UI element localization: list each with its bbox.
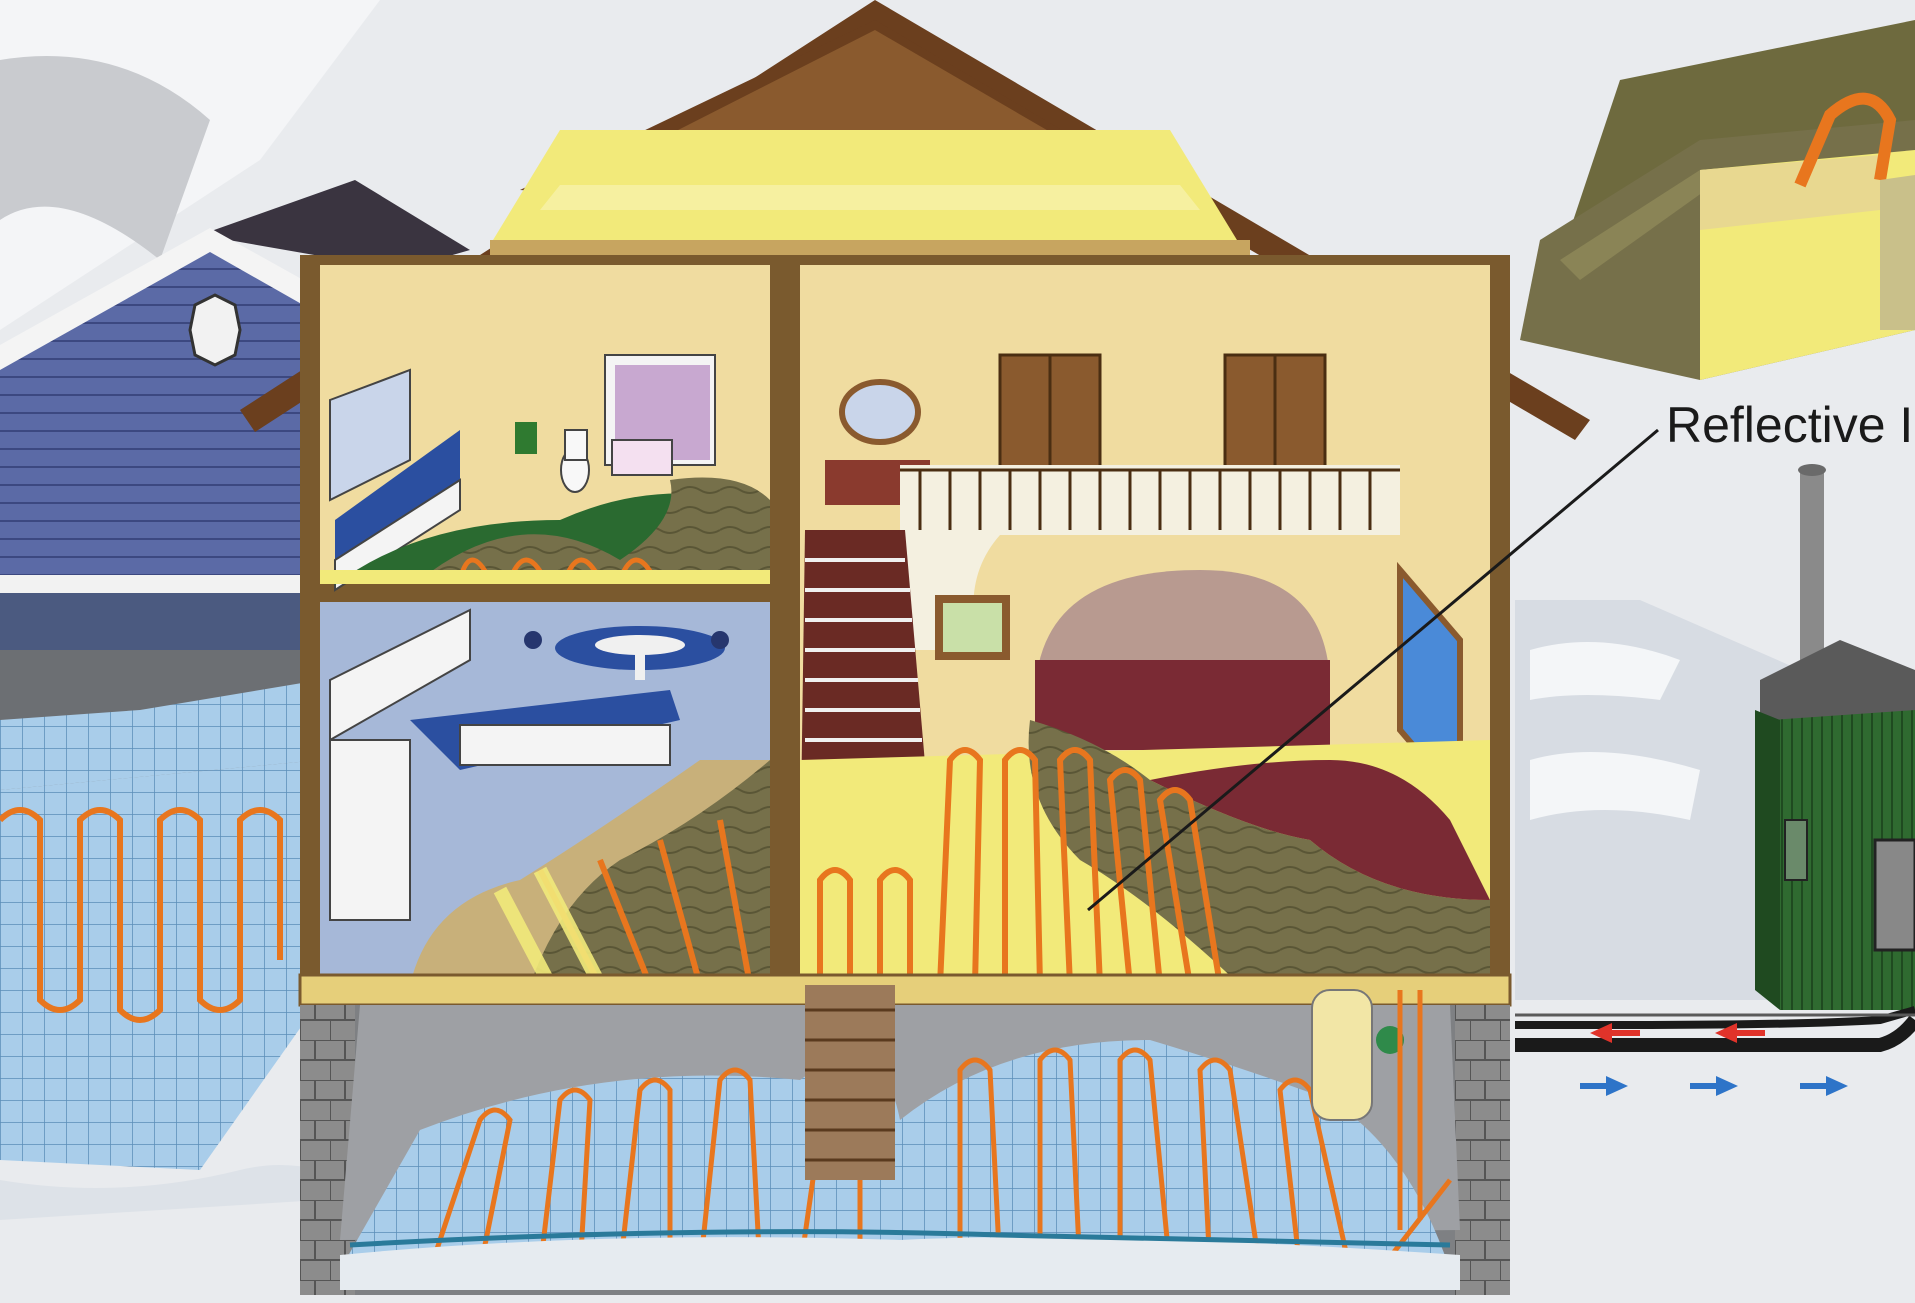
reflective-insulation-label: Reflective I bbox=[1666, 396, 1913, 454]
basement bbox=[300, 985, 1510, 1295]
flow-arrow-right-icon bbox=[1580, 1076, 1848, 1096]
supply-return-line bbox=[1515, 1010, 1915, 1045]
reflective-insulation-inset bbox=[1520, 20, 1915, 380]
outdoor-boiler-scene bbox=[1515, 464, 1915, 1010]
garage-slab-tubing bbox=[0, 680, 320, 1220]
